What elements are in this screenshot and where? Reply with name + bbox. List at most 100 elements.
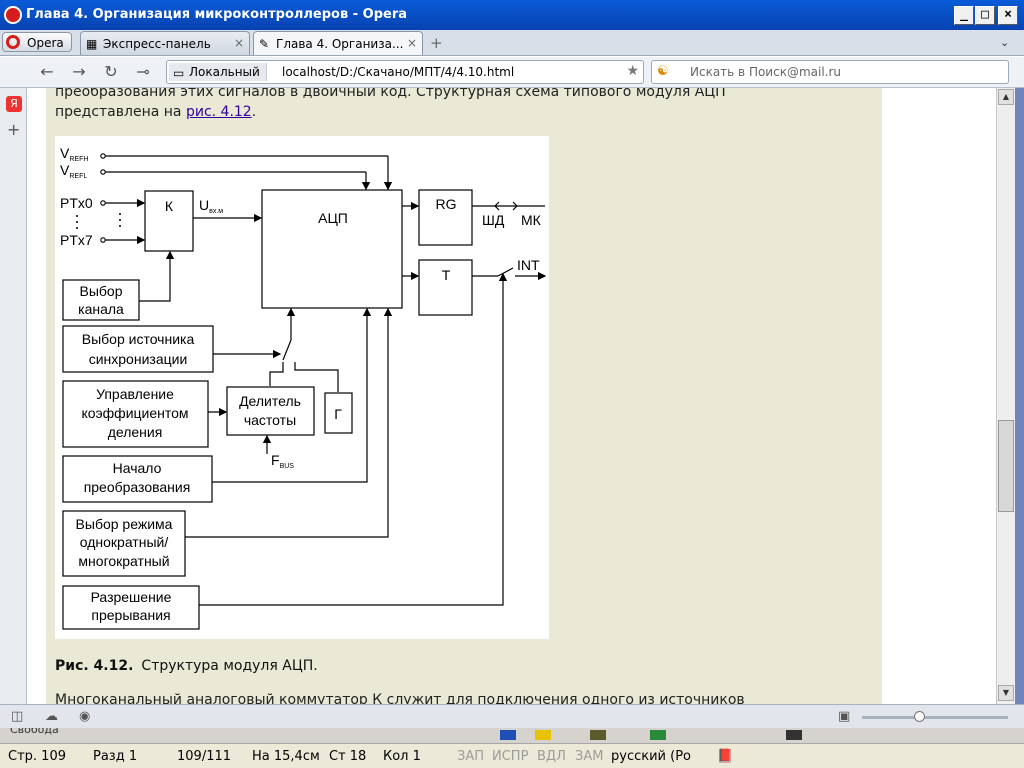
zoom-view-icon[interactable]: ▣: [838, 709, 851, 724]
coef-label-3: деления: [108, 424, 163, 440]
bus-arrow-left: [494, 201, 500, 211]
color-swatch[interactable]: [650, 730, 666, 740]
title-bar: Глава 4. Организация микроконтроллеров -…: [0, 0, 1024, 30]
bus-arrow-right: [512, 201, 518, 211]
status-record[interactable]: ЗАП: [457, 749, 485, 764]
tab-chapter-4[interactable]: ✎ Глава 4. Организа... ×: [253, 31, 423, 55]
back-button[interactable]: ←: [40, 62, 54, 81]
tab-label: Экспресс-панель: [103, 37, 211, 51]
zoom-slider[interactable]: [862, 716, 1008, 719]
irq-wire: [199, 272, 508, 606]
status-overtype[interactable]: ЗАМ: [575, 749, 604, 764]
new-tab-button[interactable]: +: [430, 34, 443, 52]
status-track-changes[interactable]: ИСПР: [492, 749, 529, 764]
address-field[interactable]: ▭ Локальный localhost/D:/Скачано/МПТ/4/4…: [166, 60, 644, 84]
ptx7-terminal: [100, 237, 106, 243]
adc-diagram-svg: VREFH VREFL PTx0 PTx7 К Uвх.м АЦП RG ШД …: [60, 145, 547, 630]
color-swatch[interactable]: [500, 730, 516, 740]
color-swatch[interactable]: [535, 730, 551, 740]
tab-list-chevron-icon[interactable]: ⌄: [1000, 36, 1010, 49]
host-toolbar-text: Свобода: [10, 728, 59, 736]
rg-label: RG: [436, 196, 457, 212]
speedometer-icon[interactable]: ◉: [79, 709, 91, 724]
scroll-thumb[interactable]: [998, 420, 1014, 512]
start-label-1: Начало: [113, 460, 162, 476]
status-language: русский (Ро: [611, 749, 691, 764]
bookmark-star-icon[interactable]: ★: [626, 63, 639, 79]
dot: [119, 219, 121, 221]
irq-label-2: прерывания: [91, 607, 170, 623]
color-swatch[interactable]: [590, 730, 606, 740]
channel-select-box: [62, 279, 140, 321]
tab-close-icon[interactable]: ×: [233, 36, 244, 50]
adc-diagram: VREFH VREFL PTx0 PTx7 К Uвх.м АЦП RG ШД …: [55, 136, 549, 639]
fbus-label: FBUS: [271, 452, 294, 470]
dot: [76, 215, 78, 217]
data-bus-label: ШД: [482, 212, 505, 228]
page-viewport[interactable]: преобразования этих сигналов в двоичный …: [28, 88, 996, 704]
mode-label-3: многократный: [78, 553, 169, 569]
mode-label-1: Выбор режима: [76, 516, 173, 532]
url-text[interactable]: localhost/D:/Скачано/МПТ/4/4.10.html: [282, 65, 515, 79]
minimize-button[interactable]: _: [954, 6, 974, 25]
start-label-2: преобразования: [84, 479, 191, 495]
reload-button[interactable]: ↻: [104, 62, 118, 81]
status-extend[interactable]: ВДЛ: [537, 749, 566, 764]
irq-label-1: Разрешение: [91, 589, 172, 605]
int-switch: [497, 267, 514, 277]
paragraph-bottom: Многоканальный аналоговый коммутатор К с…: [55, 692, 745, 704]
local-badge[interactable]: ▭ Локальный: [169, 63, 267, 81]
t-box: [418, 259, 473, 316]
tab-speed-dial[interactable]: ▦ Экспресс-панель ×: [80, 31, 250, 55]
paragraph-top-line1: преобразования этих сигналов в двоичный …: [55, 88, 726, 100]
irq-box: [62, 585, 200, 630]
window-title: Глава 4. Организация микроконтроллеров -…: [26, 7, 407, 22]
vertical-scrollbar[interactable]: ▲ ▼: [996, 88, 1015, 704]
forward-button[interactable]: →: [72, 62, 86, 81]
generator-box: [324, 392, 353, 434]
dropdown-arrow-icon[interactable]: [786, 730, 802, 740]
divider-contact-wire: [269, 362, 284, 386]
sync-select-label-1: Выбор источника: [82, 331, 195, 347]
cloud-icon[interactable]: ☁: [45, 709, 58, 724]
rg-box: [418, 189, 473, 246]
search-field[interactable]: ☯ Искать в Поиск@mail.ru: [651, 60, 1009, 84]
adc-box: [261, 189, 403, 309]
channel-select-wire: [139, 250, 175, 302]
search-engine-icon[interactable]: ☯: [657, 64, 669, 79]
address-toolbar: ← → ↻ ⊸ ▭ Локальный localhost/D:/Скачано…: [0, 57, 1024, 88]
dot: [119, 213, 121, 215]
key-icon[interactable]: ⊸: [136, 62, 150, 81]
scroll-up-button[interactable]: ▲: [998, 89, 1014, 105]
yandex-icon[interactable]: Я: [6, 96, 22, 112]
mcu-label: МК: [521, 212, 542, 228]
generator-contact-wire: [294, 362, 339, 392]
ptx0-terminal: [100, 200, 106, 206]
zoom-slider-knob[interactable]: [914, 711, 925, 722]
mode-box: [62, 510, 186, 577]
channel-select-label-2: канала: [78, 301, 124, 317]
search-placeholder: Искать в Поиск@mail.ru: [690, 65, 842, 79]
spelling-book-icon[interactable]: 📕: [717, 749, 734, 764]
caption-text: Структура модуля АЦП.: [141, 658, 318, 674]
tab-label: Глава 4. Организа...: [276, 37, 404, 51]
figure-link[interactable]: рис. 4.12: [185, 104, 252, 120]
opera-menu-button[interactable]: Opera: [2, 32, 72, 52]
uin-label: Uвх.м: [199, 197, 223, 215]
close-button[interactable]: ×: [998, 6, 1018, 25]
side-panel: Я +: [0, 88, 27, 704]
scroll-down-button[interactable]: ▼: [998, 685, 1014, 701]
status-pages: 109/111: [177, 749, 232, 764]
local-badge-label: Локальный: [189, 65, 260, 79]
opera-menu-label: Opera: [27, 36, 64, 50]
dot: [76, 221, 78, 223]
background-window-edge: [1015, 88, 1024, 704]
tab-close-icon[interactable]: ×: [406, 36, 417, 50]
status-position: На 15,4см: [252, 749, 320, 764]
status-section: Разд 1: [93, 749, 138, 764]
maximize-button[interactable]: □: [975, 6, 995, 25]
panel-toggle-icon[interactable]: ◫: [11, 709, 24, 724]
add-panel-button[interactable]: +: [7, 120, 21, 139]
opera-o-icon: [6, 35, 20, 49]
paragraph-top: преобразования этих сигналов в двоичный …: [55, 88, 875, 122]
